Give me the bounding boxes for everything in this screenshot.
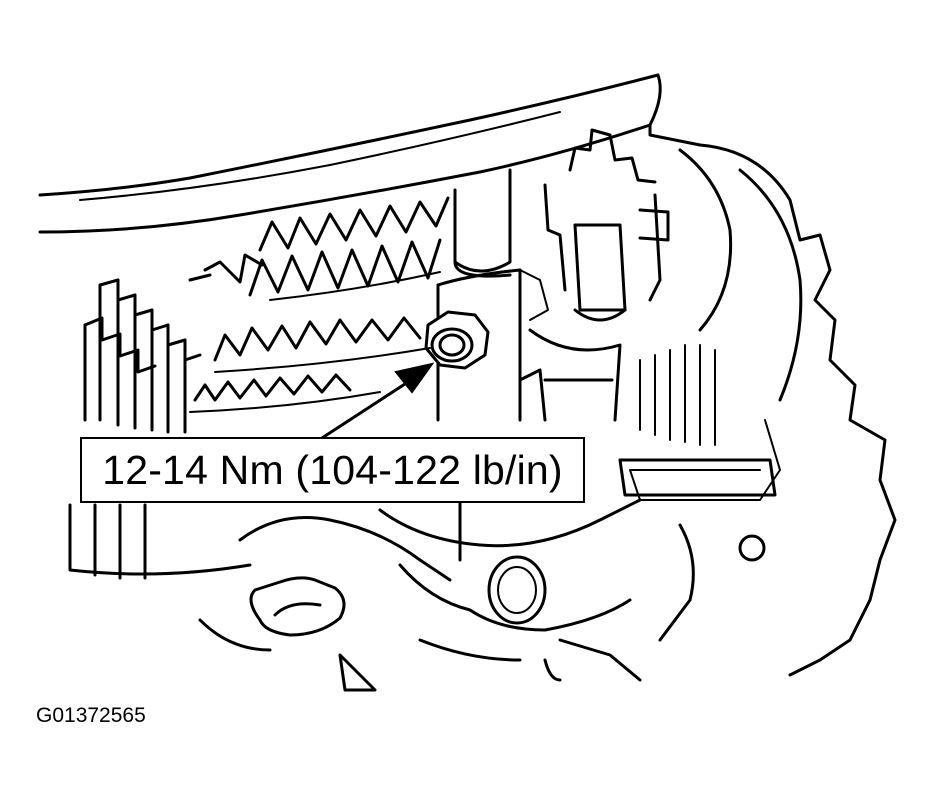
lower-casting [198,498,642,692]
case-right [618,143,897,677]
right-gear-cluster [518,128,670,422]
bolt [424,310,490,370]
leader-arrow [320,362,435,440]
gear-teeth [189,196,450,413]
ribbed-surface [639,344,716,446]
housing-cover [38,73,702,234]
torque-callout: 12-14 Nm (104-122 lb/in) [80,437,585,503]
torque-label: 12-14 Nm (104-122 lb/in) [102,446,563,493]
left-gear-pack [68,253,264,580]
figure-id: G01372565 [36,704,146,727]
